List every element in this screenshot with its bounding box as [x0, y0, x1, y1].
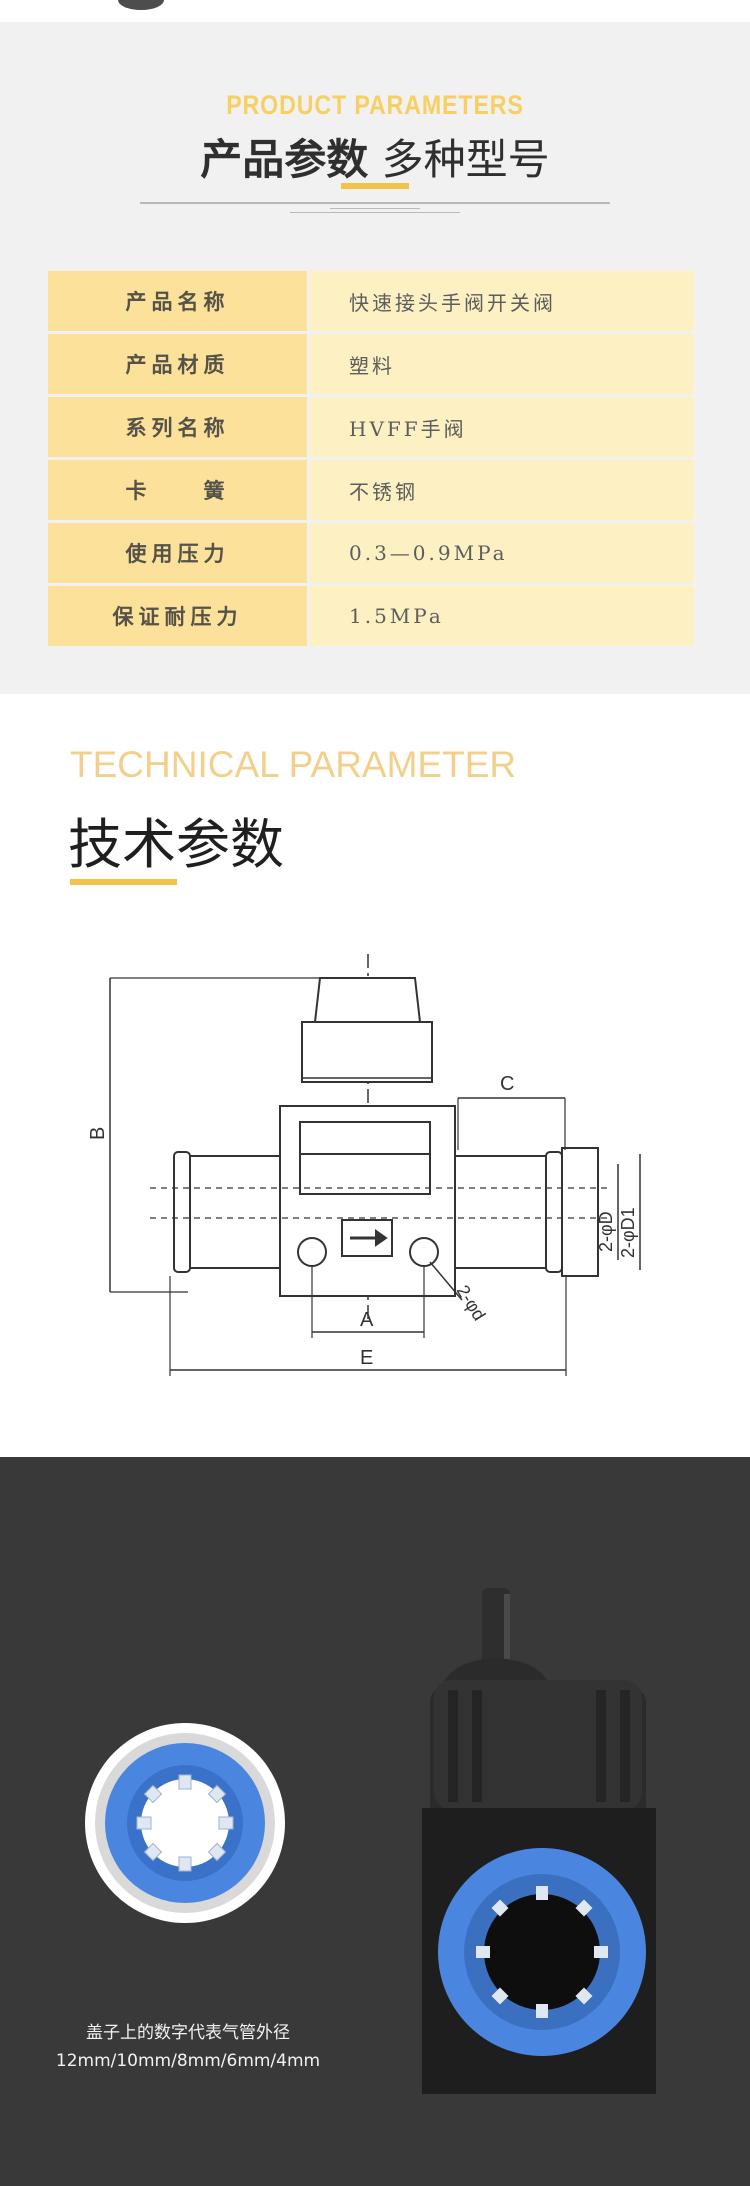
table-row: 使用压力 0.3—0.9MPa [48, 523, 694, 583]
table-row: 系列名称 HVFF手阀 [48, 397, 694, 457]
param-key: 产品材质 [48, 334, 307, 394]
fitting-closeup-image [85, 1723, 285, 1923]
decorative-fine-text-line-1 [140, 202, 610, 204]
param-key: 卡 簧 [48, 460, 307, 520]
params-title-cn-bold: 产品参数 [200, 135, 369, 184]
hand-valve-product-image [422, 1588, 656, 2094]
param-value: 快速接头手阀开关阀 [310, 271, 694, 331]
decorative-fine-text-line-2 [330, 208, 420, 209]
parameter-table: 产品名称 快速接头手阀开关阀 产品材质 塑料 系列名称 HVFF手阀 卡 簧 不… [48, 271, 694, 649]
handle-body [301, 1021, 433, 1083]
right-end-cap [561, 1147, 599, 1277]
param-key: 产品名称 [48, 271, 307, 331]
top-white-strip [0, 0, 750, 22]
valve-dimension-diagram: B C 2-φD 2-φD1 2-φd A E [87, 954, 641, 1376]
dim-small-d-label: 2-φd [453, 1282, 490, 1325]
right-tube [454, 1155, 548, 1269]
right-collet [545, 1151, 563, 1273]
mount-hole-right [409, 1237, 439, 1267]
param-key: 系列名称 [48, 397, 307, 457]
table-row: 保证耐压力 1.5MPa [48, 586, 694, 646]
tech-title-cn: 技术参数 [68, 813, 284, 876]
params-title-underline [341, 183, 409, 189]
params-title-en: PRODUCT PARAMETERS [226, 90, 524, 120]
valve-window [299, 1121, 431, 1195]
dim-d-label: 2-φD [596, 1211, 616, 1252]
param-value: 1.5MPa [310, 586, 694, 646]
table-row: 产品名称 快速接头手阀开关阀 [48, 271, 694, 331]
dim-e-label: E [360, 1347, 373, 1369]
handle-top-cap [313, 977, 422, 1023]
product-parameters-section: PRODUCT PARAMETERS 产品参数 多种型号 产品名称 快速接头手阀… [0, 0, 750, 694]
param-value: HVFF手阀 [310, 397, 694, 457]
decorative-fine-text-line-3 [290, 212, 460, 213]
tech-title-underline [70, 879, 177, 885]
left-collet [173, 1151, 191, 1273]
photo-caption-line-2: 12mm/10mm/8mm/6mm/4mm [55, 2051, 321, 2071]
dim-b-label: B [87, 1127, 109, 1140]
left-tube [187, 1155, 281, 1269]
param-key: 保证耐压力 [48, 586, 307, 646]
param-value: 塑料 [310, 334, 694, 394]
dim-d1-label: 2-φD1 [618, 1207, 638, 1258]
tech-title-en: TECHNICAL PARAMETER [70, 744, 517, 785]
dim-c-label: C [500, 1073, 514, 1095]
mount-hole-left [297, 1237, 327, 1267]
param-value: 0.3—0.9MPa [310, 523, 694, 583]
flow-arrow-head [375, 1229, 388, 1247]
params-title-cn: 产品参数 多种型号 [0, 126, 750, 187]
param-key: 使用压力 [48, 523, 307, 583]
table-row: 卡 簧 不锈钢 [48, 460, 694, 520]
dim-small-d-leader [429, 1261, 463, 1301]
photo-caption-line-1: 盖子上的数字代表气管外径 [86, 2023, 290, 2043]
dim-a-label: A [360, 1309, 374, 1331]
params-title-cn-light: 多种型号 [381, 135, 550, 184]
param-value: 不锈钢 [310, 460, 694, 520]
table-row: 产品材质 塑料 [48, 334, 694, 394]
cropped-product-shadow [118, 0, 164, 10]
